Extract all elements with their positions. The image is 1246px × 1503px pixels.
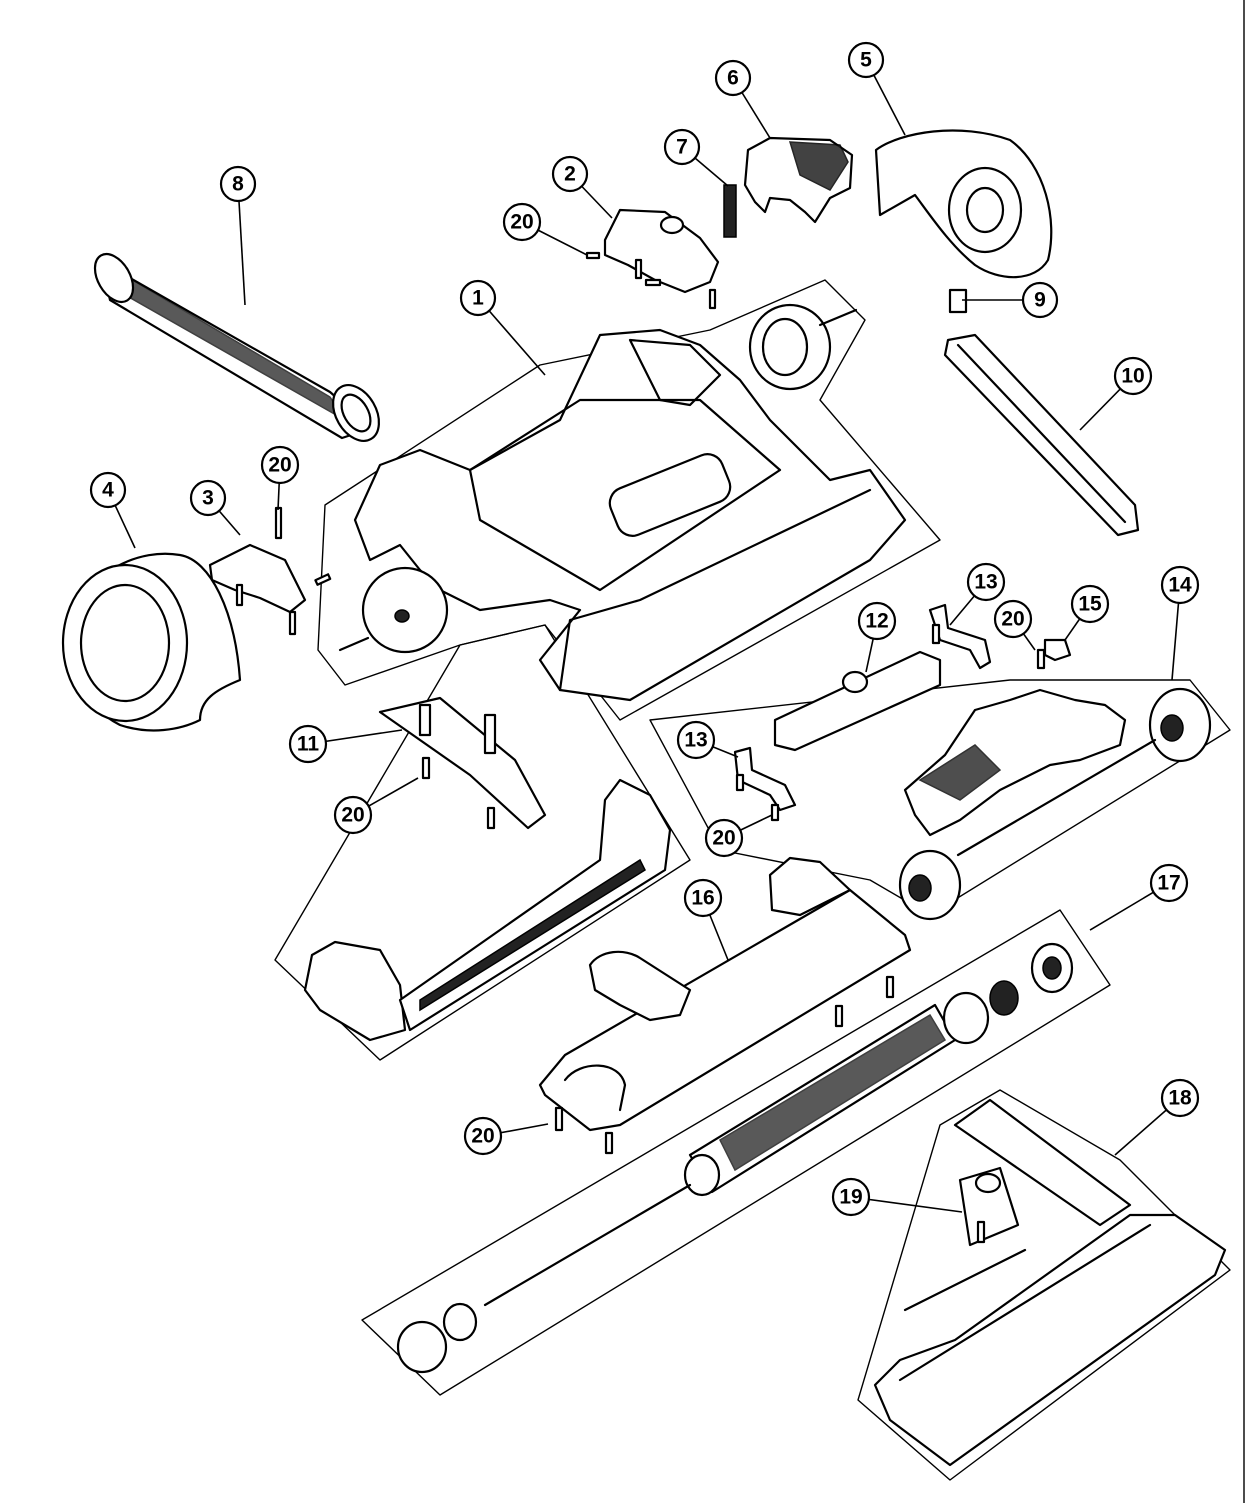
mount-rail-part <box>773 650 942 752</box>
callout-12: 12 <box>857 601 897 641</box>
callout-17: 17 <box>1149 863 1189 903</box>
hose-part <box>93 253 381 442</box>
callout-20-a-label: 20 <box>510 211 533 234</box>
callout-10: 10 <box>1113 356 1153 396</box>
small-clip-part <box>1036 638 1072 670</box>
callout-13-lower-label: 13 <box>684 729 707 752</box>
callout-14-label: 14 <box>1168 574 1192 597</box>
callout-9-label: 9 <box>1034 289 1046 312</box>
callout-13-upper-label: 13 <box>974 571 997 594</box>
callout-4-label: 4 <box>102 479 114 502</box>
main-base-part <box>353 328 907 702</box>
callout-8-label: 8 <box>232 173 244 196</box>
callout-10-label: 10 <box>1121 365 1144 388</box>
callout-16: 16 <box>683 878 723 918</box>
latch-bracket-part <box>585 208 720 310</box>
callout-15-label: 15 <box>1078 593 1102 616</box>
swivel-bracket-part <box>208 506 332 636</box>
callout-16-label: 16 <box>691 887 714 910</box>
spring-part <box>723 184 737 238</box>
callout-19: 19 <box>831 1177 871 1217</box>
brushroll-part <box>396 942 1074 1374</box>
callout-7-label: 7 <box>676 136 688 159</box>
callout-20-e: 20 <box>704 818 744 858</box>
callout-9: 9 <box>1021 281 1059 319</box>
callout-4: 4 <box>89 471 127 509</box>
callout-6-label: 6 <box>727 67 739 90</box>
clip-part <box>948 288 968 314</box>
callout-15: 15 <box>1070 584 1110 624</box>
latch-lever-upper-part <box>928 603 992 670</box>
motor-mount-part <box>898 687 1212 921</box>
callout-8: 8 <box>219 165 257 203</box>
callout-1: 1 <box>459 279 497 317</box>
callout-20-d: 20 <box>993 599 1033 639</box>
callout-20-c-label: 20 <box>341 804 364 827</box>
callout-14: 14 <box>1160 565 1200 605</box>
mount-bracket-part <box>958 1166 1020 1247</box>
callout-1-label: 1 <box>472 287 484 310</box>
bottom-plate-group-outline <box>857 1089 1231 1481</box>
bumper-group-outline <box>274 624 691 1061</box>
callout-18-label: 18 <box>1168 1087 1192 1110</box>
callout-18: 18 <box>1160 1078 1200 1118</box>
callout-5-label: 5 <box>860 49 872 72</box>
callout-13-upper: 13 <box>966 562 1006 602</box>
bottom-plate-part <box>873 1098 1227 1467</box>
base-wheel-left-part <box>338 566 449 654</box>
callout-2: 2 <box>551 155 589 193</box>
callout-6: 6 <box>714 59 752 97</box>
bumper-part <box>303 778 672 1042</box>
callout-5: 5 <box>847 41 885 79</box>
callout-20-b-label: 20 <box>268 454 291 477</box>
callout-20-a: 20 <box>502 202 542 242</box>
belt-cover-part <box>874 129 1053 279</box>
callout-12-label: 12 <box>865 610 888 633</box>
callout-3-label: 3 <box>202 487 214 510</box>
callout-7: 7 <box>663 128 701 166</box>
latch-lever-lower-part <box>733 746 797 822</box>
base-group-outline <box>317 279 941 721</box>
callout-11: 11 <box>288 724 328 764</box>
callout-20-c: 20 <box>333 795 373 835</box>
cord-bracket-part <box>378 696 547 830</box>
motor-mount-group-outline <box>649 679 1231 916</box>
release-pedal-part <box>743 136 854 224</box>
callout-20-f: 20 <box>463 1116 503 1156</box>
filter-housing-part <box>61 552 242 732</box>
nozzle-part <box>538 856 912 1155</box>
callout-13-lower: 13 <box>676 720 716 760</box>
base-wheel-right-part <box>748 303 858 391</box>
callout-20-d-label: 20 <box>1001 608 1024 631</box>
callout-3: 3 <box>189 479 227 517</box>
callout-2-label: 2 <box>564 163 576 186</box>
callout-20-b: 20 <box>260 445 300 485</box>
callout-19-label: 19 <box>839 1186 862 1209</box>
callout-17-label: 17 <box>1157 872 1180 895</box>
callout-20-e-label: 20 <box>712 827 735 850</box>
callout-20-f-label: 20 <box>471 1125 494 1148</box>
callout-11-label: 11 <box>297 733 320 756</box>
belt-part <box>943 333 1140 537</box>
